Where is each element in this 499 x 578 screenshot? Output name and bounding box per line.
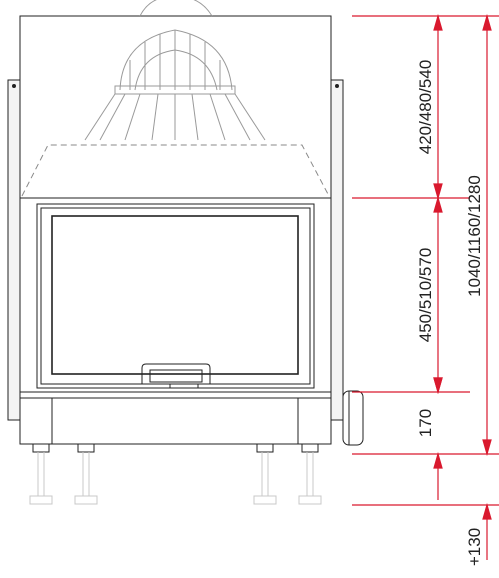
left-panel-screw (12, 84, 16, 88)
right-side-panel (330, 79, 344, 421)
adjustable-feet-extended (29, 452, 322, 505)
air-connector (342, 390, 364, 446)
dimension-lines (352, 13, 499, 560)
fireplace-insert (7, 0, 364, 505)
right-panel-screw (335, 84, 339, 88)
door-height-label: 450/510/570 (416, 248, 435, 343)
base-box (19, 391, 332, 399)
hidden-hood-cone (21, 144, 330, 197)
base-height-label: 170 (416, 409, 435, 437)
base-inner-panel (51, 397, 299, 445)
door-frame (19, 197, 332, 393)
hood-height-label: 420/480/540 (416, 60, 435, 155)
door-handle (141, 363, 211, 389)
adjustable-feet-fixed (32, 443, 319, 453)
left-side-panel (7, 79, 21, 421)
total-height-label: 1040/1160/1280 (465, 175, 484, 297)
smoke-outlet-dome (84, 0, 266, 141)
glass-pane (51, 215, 299, 375)
foot-adjust-label: +130 (465, 528, 484, 566)
base-body (19, 397, 332, 445)
